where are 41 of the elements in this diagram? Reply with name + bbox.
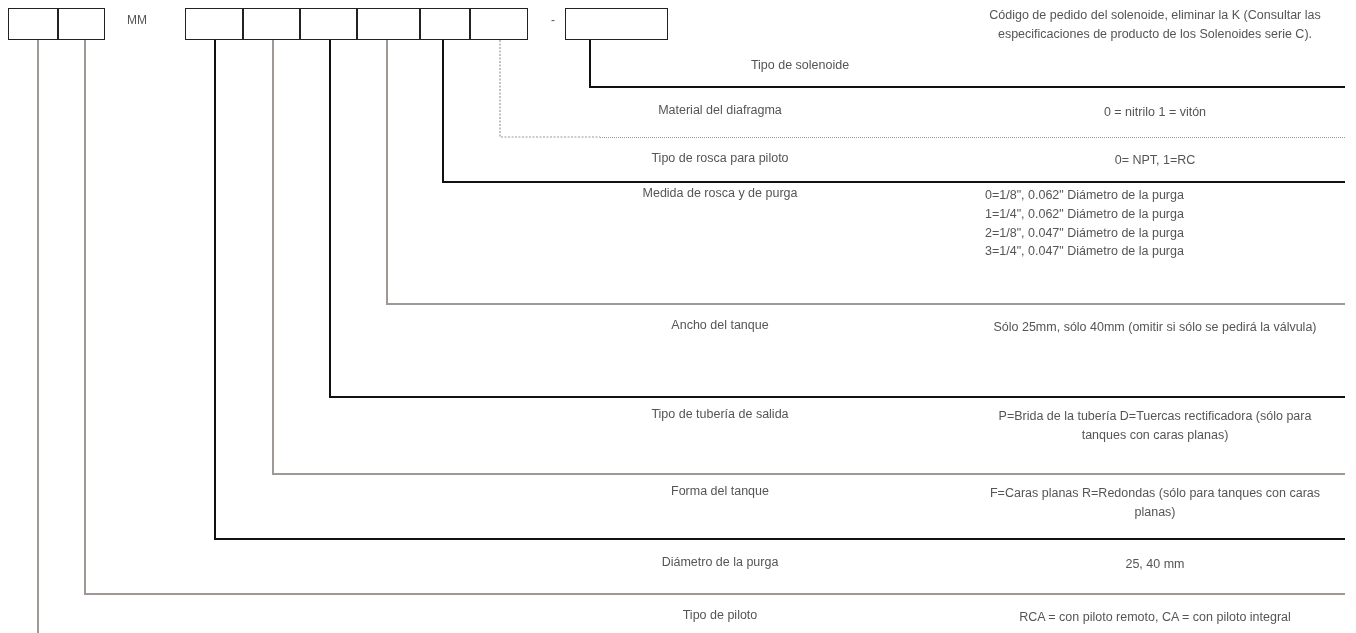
row-title: Ancho del tanque	[670, 318, 770, 332]
option-line: 1=1/4", 0.062" Diámetro de la purga	[985, 205, 1184, 223]
option-line: 2=1/8", 0.047" Diámetro de la purga	[985, 224, 1184, 242]
row-title: Tipo de piloto	[681, 608, 759, 622]
leader-line	[214, 39, 601, 540]
row-title: Diámetro de la purga	[660, 555, 780, 569]
option-line: 3=1/4", 0.047" Diámetro de la purga	[985, 243, 1184, 261]
leader-line	[589, 39, 681, 88]
code-box	[420, 8, 470, 40]
row-description: F=Caras planas R=Redondas (sólo para tanques con caras planas)	[988, 485, 1322, 521]
row-title: Tipo de tubería de salida	[650, 407, 790, 421]
row-title: Tipo de rosca para piloto	[650, 151, 790, 165]
code-box	[357, 8, 420, 40]
leader-line	[386, 39, 601, 305]
code-box	[300, 8, 357, 40]
code-box	[58, 8, 105, 40]
row-description: Sólo 25mm, sólo 40mm (omitir si sólo se pedirá la válvula)	[992, 319, 1318, 336]
row-description: P=Brida de la tubería D=Tuercas rectificadora (sólo para tanques con caras planas)	[997, 408, 1313, 444]
row-title: Material del diafragma	[657, 103, 783, 117]
leader-line	[499, 39, 601, 138]
row-title: Tipo de solenoide	[749, 58, 851, 72]
code-box	[185, 8, 243, 40]
row-description: RCA = con piloto remoto, CA = con piloto integral	[1018, 609, 1292, 626]
row-title: Medida de rosca y de purga	[641, 186, 799, 200]
leader-line	[329, 39, 601, 398]
leader-line	[442, 39, 601, 183]
row-description: 0 = nitrilo 1 = vitón	[1102, 104, 1208, 121]
leader-line	[37, 39, 39, 633]
code-box	[470, 8, 528, 40]
code-separator: -	[551, 13, 555, 27]
row-description: 0= NPT, 1=RC	[1113, 152, 1197, 169]
code-prefix: MM	[127, 13, 147, 27]
row-description: Código de pedido del solenoide, eliminar la K (Consultar las especificaciones de producto de los Solenoides serie C).	[988, 7, 1322, 43]
code-box	[8, 8, 58, 40]
code-box	[243, 8, 300, 40]
option-line: 0=1/8", 0.062" Diámetro de la purga	[985, 187, 1184, 204]
code-box	[565, 8, 668, 40]
leader-line	[272, 39, 601, 475]
leader-line	[84, 39, 601, 595]
row-title: Forma del tanque	[670, 484, 770, 498]
row-description: 25, 40 mm	[1124, 556, 1186, 573]
